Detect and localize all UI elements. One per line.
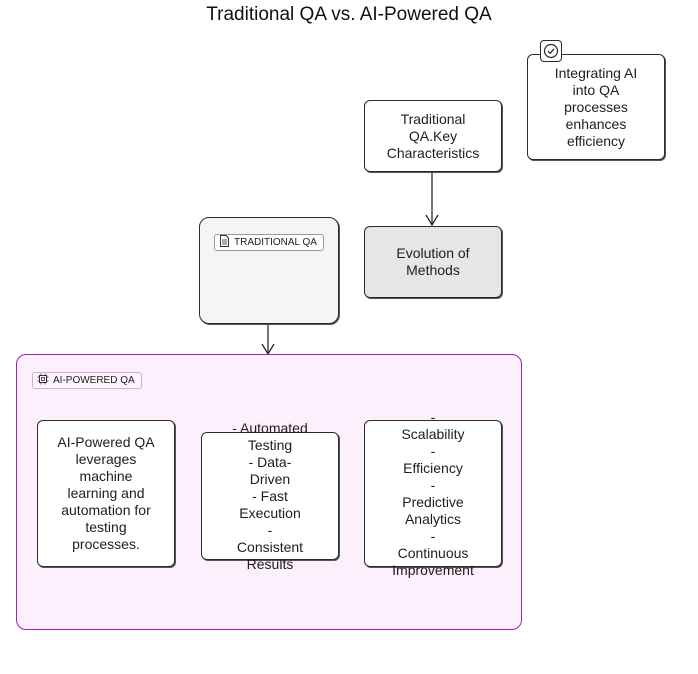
evolution-of-methods-node[interactable]: Evolution of Methods [364,226,502,298]
traditional-key-characteristics-node[interactable]: Traditional QA.Key Characteristics [364,100,502,172]
ai-features-text: - Automated Testing - Data- Driven - Fas… [232,419,308,572]
ai-powered-qa-tag: AI-POWERED QA [32,372,142,389]
arrowhead-evolution [425,214,439,227]
ai-benefits-text: - Scalability - Efficiency - Predictive … [392,408,474,578]
check-circle-icon [540,40,562,62]
chip-icon [37,373,49,388]
traditional-qa-label: TRADITIONAL QA [234,237,317,248]
diagram-title: Traditional QA vs. AI-Powered QA [206,4,492,25]
evolution-of-methods-text: Evolution of Methods [396,245,470,278]
traditional-qa-tag: TRADITIONAL QA [214,234,324,251]
traditional-key-characteristics-text: Traditional QA.Key Characteristics [386,110,480,161]
efficiency-note[interactable]: Integrating AI into QA processes enhance… [527,54,665,160]
ai-description-text: AI-Powered QA leverages machine learning… [57,434,155,552]
ai-powered-qa-label: AI-POWERED QA [53,375,135,386]
ai-features-node[interactable]: - Automated Testing - Data- Driven - Fas… [201,420,339,572]
ai-description-node[interactable]: AI-Powered QA leverages machine learning… [37,420,175,567]
efficiency-note-text: Integrating AI into QA processes enhance… [554,65,638,149]
document-icon [219,235,230,250]
ai-benefits-node[interactable]: - Scalability - Efficiency - Predictive … [364,409,502,578]
